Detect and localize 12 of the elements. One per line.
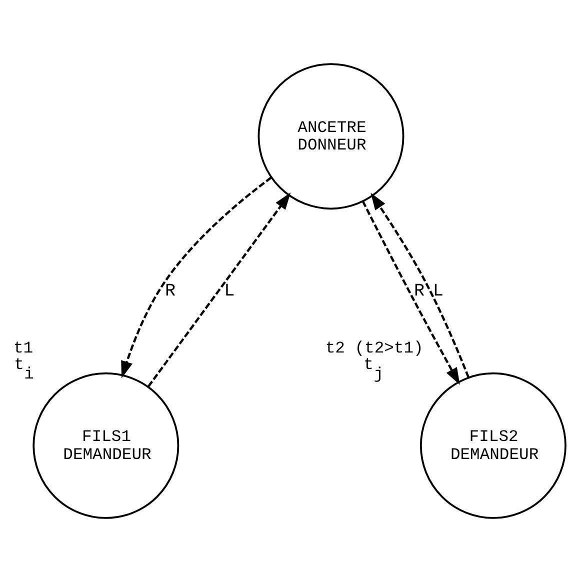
- node-circle: FILS1 DEMANDEUR: [32, 372, 180, 518]
- edge-label: R: [414, 281, 425, 302]
- edge-label: L: [432, 281, 444, 302]
- edge-label: L: [224, 281, 235, 302]
- edge-label: R: [165, 281, 176, 302]
- node-label: t2 (t2>t1): [325, 338, 424, 357]
- arrow: [148, 192, 291, 387]
- arrow: [370, 192, 470, 378]
- arrow: [362, 200, 460, 384]
- node-label: t1: [13, 338, 34, 357]
- node-circle: FILS2 DEMANDEUR: [420, 372, 566, 518]
- arrow: [121, 176, 272, 378]
